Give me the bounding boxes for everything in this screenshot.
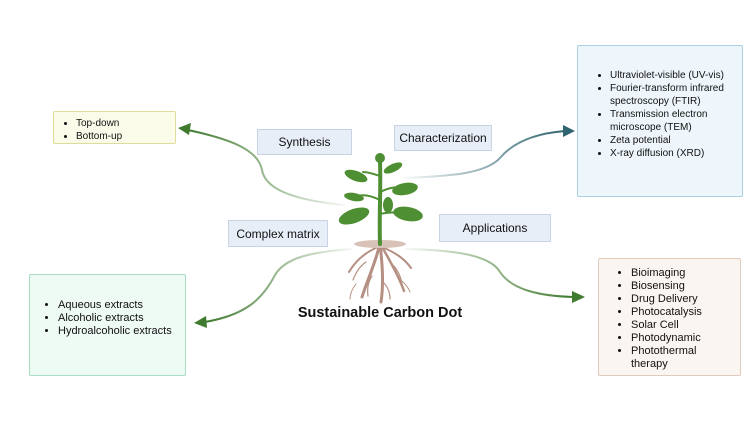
arrow-synthesis [187, 129, 346, 206]
arrowhead-applications [572, 291, 585, 303]
label-complex-matrix: Complex matrix [228, 220, 328, 247]
list-item: Bioimaging [631, 267, 734, 280]
list-item: Solar Cell [631, 319, 734, 332]
plant-leaves [338, 153, 423, 225]
list-item: Photothermal therapy [631, 345, 734, 371]
list-item: Zeta potential [610, 134, 736, 147]
box-characterization: Ultraviolet-visible (UV-vis) Fourier-tra… [577, 45, 743, 197]
box-synthesis: Top-down Bottom-up [53, 111, 176, 144]
list-item: Aqueous extracts [58, 299, 177, 312]
list-item: Hydroalcoholic extracts [58, 325, 177, 338]
plant-stem [356, 160, 405, 246]
list-item: Top-down [76, 117, 175, 130]
list-item: Bottom-up [76, 130, 175, 143]
arrowhead-characterization [563, 125, 575, 137]
list-item: X-ray diffusion (XRD) [610, 147, 736, 160]
list-item: Photodynamic [631, 332, 734, 345]
arrowhead-synthesis [178, 123, 191, 135]
diagram-title: Sustainable Carbon Dot [297, 305, 463, 321]
list-item: Biosensing [631, 280, 734, 293]
list-item: Alcoholic extracts [58, 312, 177, 325]
plant-illustration [338, 153, 423, 304]
label-characterization: Characterization [394, 125, 492, 151]
list-item: Photocatalysis [631, 306, 734, 319]
plant-roots [348, 241, 412, 304]
arrow-applications [404, 248, 574, 298]
arrowhead-complex-matrix [194, 316, 207, 328]
list-item: Fourier-transform infrared spectroscopy … [610, 82, 736, 108]
label-applications: Applications [439, 214, 551, 242]
list-item: Ultraviolet-visible (UV-vis) [610, 69, 736, 82]
arrow-complex-matrix [204, 248, 353, 323]
list-item: Transmission electron microscope (TEM) [610, 108, 736, 134]
box-applications: Bioimaging Biosensing Drug Delivery Phot… [598, 258, 741, 376]
list-item: Drug Delivery [631, 293, 734, 306]
box-complex-matrix: Aqueous extracts Alcoholic extracts Hydr… [29, 274, 186, 376]
arrow-characterization [404, 130, 566, 179]
label-synthesis: Synthesis [257, 129, 352, 155]
